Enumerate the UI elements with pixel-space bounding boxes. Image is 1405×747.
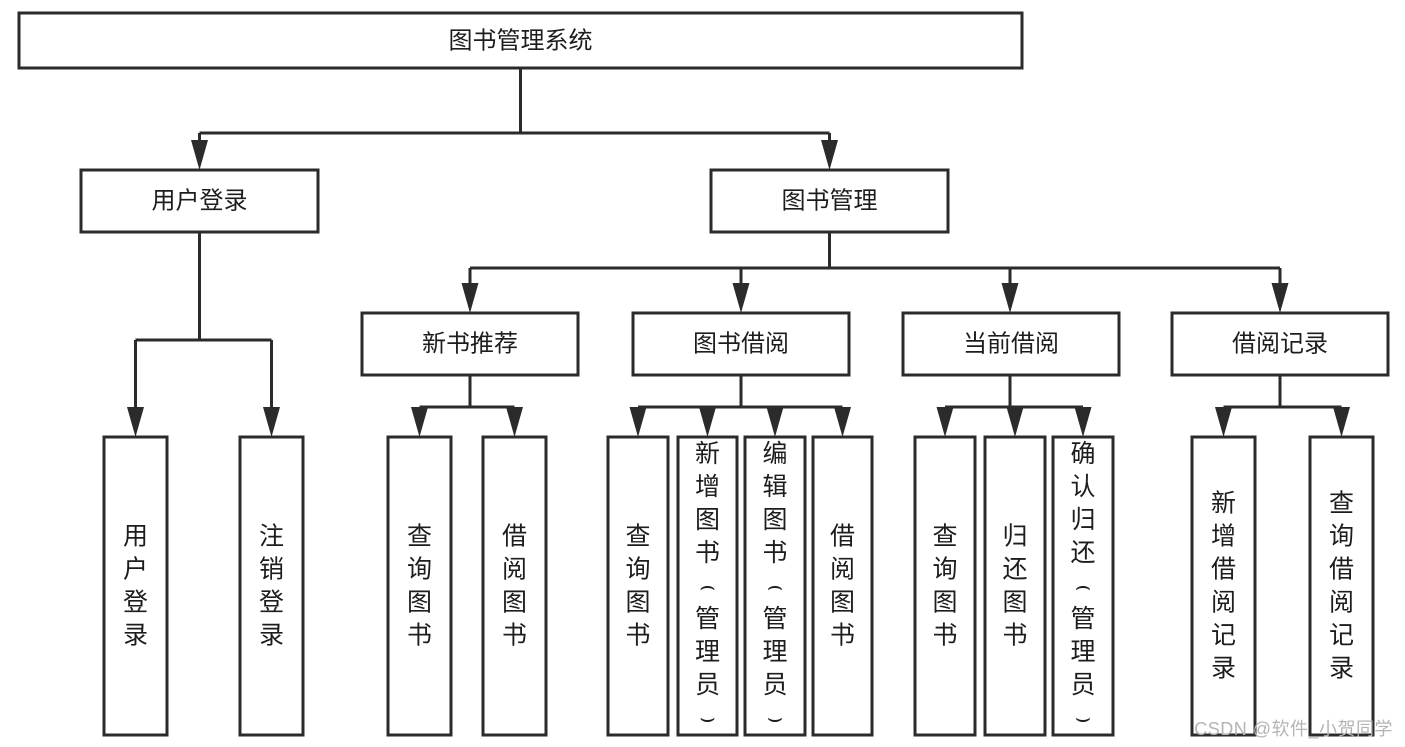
arrowhead-borrowrecord <box>1271 283 1289 313</box>
arrowhead-leaf-query-book-cur <box>936 407 954 437</box>
node-current-borrow-label: 当前借阅 <box>963 330 1059 357</box>
node-leaf-confirm-return[interactable]: 确认归还⌢管理员⌣ <box>1051 435 1115 737</box>
node-leaf-query-book-rec[interactable]: 查询图书 <box>386 435 453 737</box>
node-leaf-add-record-label: 新增借阅记录 <box>1211 490 1236 683</box>
node-leaf-query-book-cur[interactable]: 查询图书 <box>913 435 977 737</box>
arrowhead-leaf-confirm-return <box>1074 407 1092 437</box>
node-leaf-add-book[interactable]: 新增图书⌢管理员⌣ <box>676 435 739 737</box>
node-leaf-add-record[interactable]: 新增借阅记录 <box>1190 435 1257 737</box>
node-leaf-query-book-rec-box[interactable] <box>386 435 453 737</box>
node-root-label: 图书管理系统 <box>449 27 593 54</box>
node-new-book-recommend[interactable]: 新书推荐 <box>360 311 580 377</box>
node-leaf-logout-label: 注销登录 <box>259 523 284 650</box>
arrowhead-leaf-query-book-rec <box>411 407 428 437</box>
arrowhead-newbook <box>461 283 479 313</box>
arrowhead-book-manage <box>821 140 838 170</box>
node-leaf-query-record-label: 查询借阅记录 <box>1329 490 1354 683</box>
node-new-book-recommend-box[interactable] <box>360 311 580 377</box>
csdn-watermark: CSDN @软件_小贺同学 <box>1194 719 1393 739</box>
arrowhead-leaf-add-book <box>699 407 716 437</box>
node-book-manage[interactable]: 图书管理 <box>709 168 950 234</box>
node-leaf-logout-box[interactable] <box>238 435 305 737</box>
node-leaf-edit-book-label: 编辑图书⌢管理员⌣ <box>762 440 787 732</box>
arrowhead-leaf-query-book <box>629 407 647 437</box>
arrowhead-leaf-query-record <box>1333 407 1350 437</box>
edge-layer <box>127 68 1350 437</box>
node-leaf-confirm-return-label: 确认归还⌢管理员⌣ <box>1070 440 1095 732</box>
arrowhead-leaf-borrow-book-rec <box>506 407 523 437</box>
node-leaf-confirm-return-box[interactable] <box>1051 435 1115 737</box>
node-current-borrow-box[interactable] <box>901 311 1121 377</box>
node-leaf-query-book[interactable]: 查询图书 <box>606 435 670 737</box>
node-leaf-borrow-book-label: 借阅图书 <box>830 523 855 650</box>
node-leaf-borrow-book-box[interactable] <box>811 435 874 737</box>
node-book-borrow-box[interactable] <box>631 311 851 377</box>
node-leaf-query-book-cur-box[interactable] <box>913 435 977 737</box>
arrowhead-leaf-borrow-book <box>834 407 851 437</box>
node-leaf-query-book-cur-label: 查询图书 <box>932 523 957 650</box>
node-user-login-label: 用户登录 <box>152 187 248 214</box>
node-leaf-add-book-box[interactable] <box>676 435 739 737</box>
node-current-borrow[interactable]: 当前借阅 <box>901 311 1121 377</box>
node-borrow-record[interactable]: 借阅记录 <box>1170 311 1390 377</box>
node-leaf-borrow-book-rec[interactable]: 借阅图书 <box>481 435 548 737</box>
arrowhead-leaf-logout <box>263 407 280 437</box>
node-new-book-recommend-label: 新书推荐 <box>422 330 518 357</box>
node-leaf-query-record-box[interactable] <box>1308 435 1375 737</box>
node-leaf-logout[interactable]: 注销登录 <box>238 435 305 737</box>
node-book-borrow[interactable]: 图书借阅 <box>631 311 851 377</box>
node-leaf-query-record[interactable]: 查询借阅记录 <box>1308 435 1375 737</box>
node-leaf-edit-book-box[interactable] <box>743 435 807 737</box>
arrowhead-leaf-add-record <box>1215 407 1232 437</box>
node-leaf-user-login[interactable]: 用户登录 <box>102 435 169 737</box>
node-leaf-borrow-book[interactable]: 借阅图书 <box>811 435 874 737</box>
node-leaf-query-book-label: 查询图书 <box>625 523 650 650</box>
node-root[interactable]: 图书管理系统 <box>17 11 1024 70</box>
node-leaf-edit-book[interactable]: 编辑图书⌢管理员⌣ <box>743 435 807 737</box>
node-borrow-record-label: 借阅记录 <box>1232 330 1328 357</box>
node-leaf-add-book-label: 新增图书⌢管理员⌣ <box>695 440 720 732</box>
node-borrow-record-box[interactable] <box>1170 311 1390 377</box>
node-leaf-user-login-box[interactable] <box>102 435 169 737</box>
node-root-box[interactable] <box>17 11 1024 70</box>
node-leaf-query-book-box[interactable] <box>606 435 670 737</box>
node-leaf-borrow-book-rec-label: 借阅图书 <box>502 523 527 650</box>
node-leaf-query-book-rec-label: 查询图书 <box>407 523 432 650</box>
node-leaf-return-book-label: 归还图书 <box>1002 523 1027 650</box>
node-leaf-user-login-label: 用户登录 <box>123 523 148 650</box>
arrowhead-leaf-return-book <box>1006 407 1024 437</box>
node-user-login-box[interactable] <box>79 168 320 234</box>
node-book-borrow-label: 图书借阅 <box>693 330 789 357</box>
arrowhead-bookborrow <box>732 283 750 313</box>
node-book-manage-label: 图书管理 <box>782 187 878 214</box>
arrowhead-user-login <box>191 140 208 170</box>
arrowhead-leaf-user-login <box>127 407 144 437</box>
arrowhead-currentborrow <box>1001 283 1019 313</box>
node-leaf-add-record-box[interactable] <box>1190 435 1257 737</box>
arrowhead-leaf-edit-book <box>766 407 784 437</box>
node-book-manage-box[interactable] <box>709 168 950 234</box>
node-leaf-borrow-book-rec-box[interactable] <box>481 435 548 737</box>
node-leaf-return-book-box[interactable] <box>983 435 1047 737</box>
node-leaf-return-book[interactable]: 归还图书 <box>983 435 1047 737</box>
node-user-login[interactable]: 用户登录 <box>79 168 320 234</box>
